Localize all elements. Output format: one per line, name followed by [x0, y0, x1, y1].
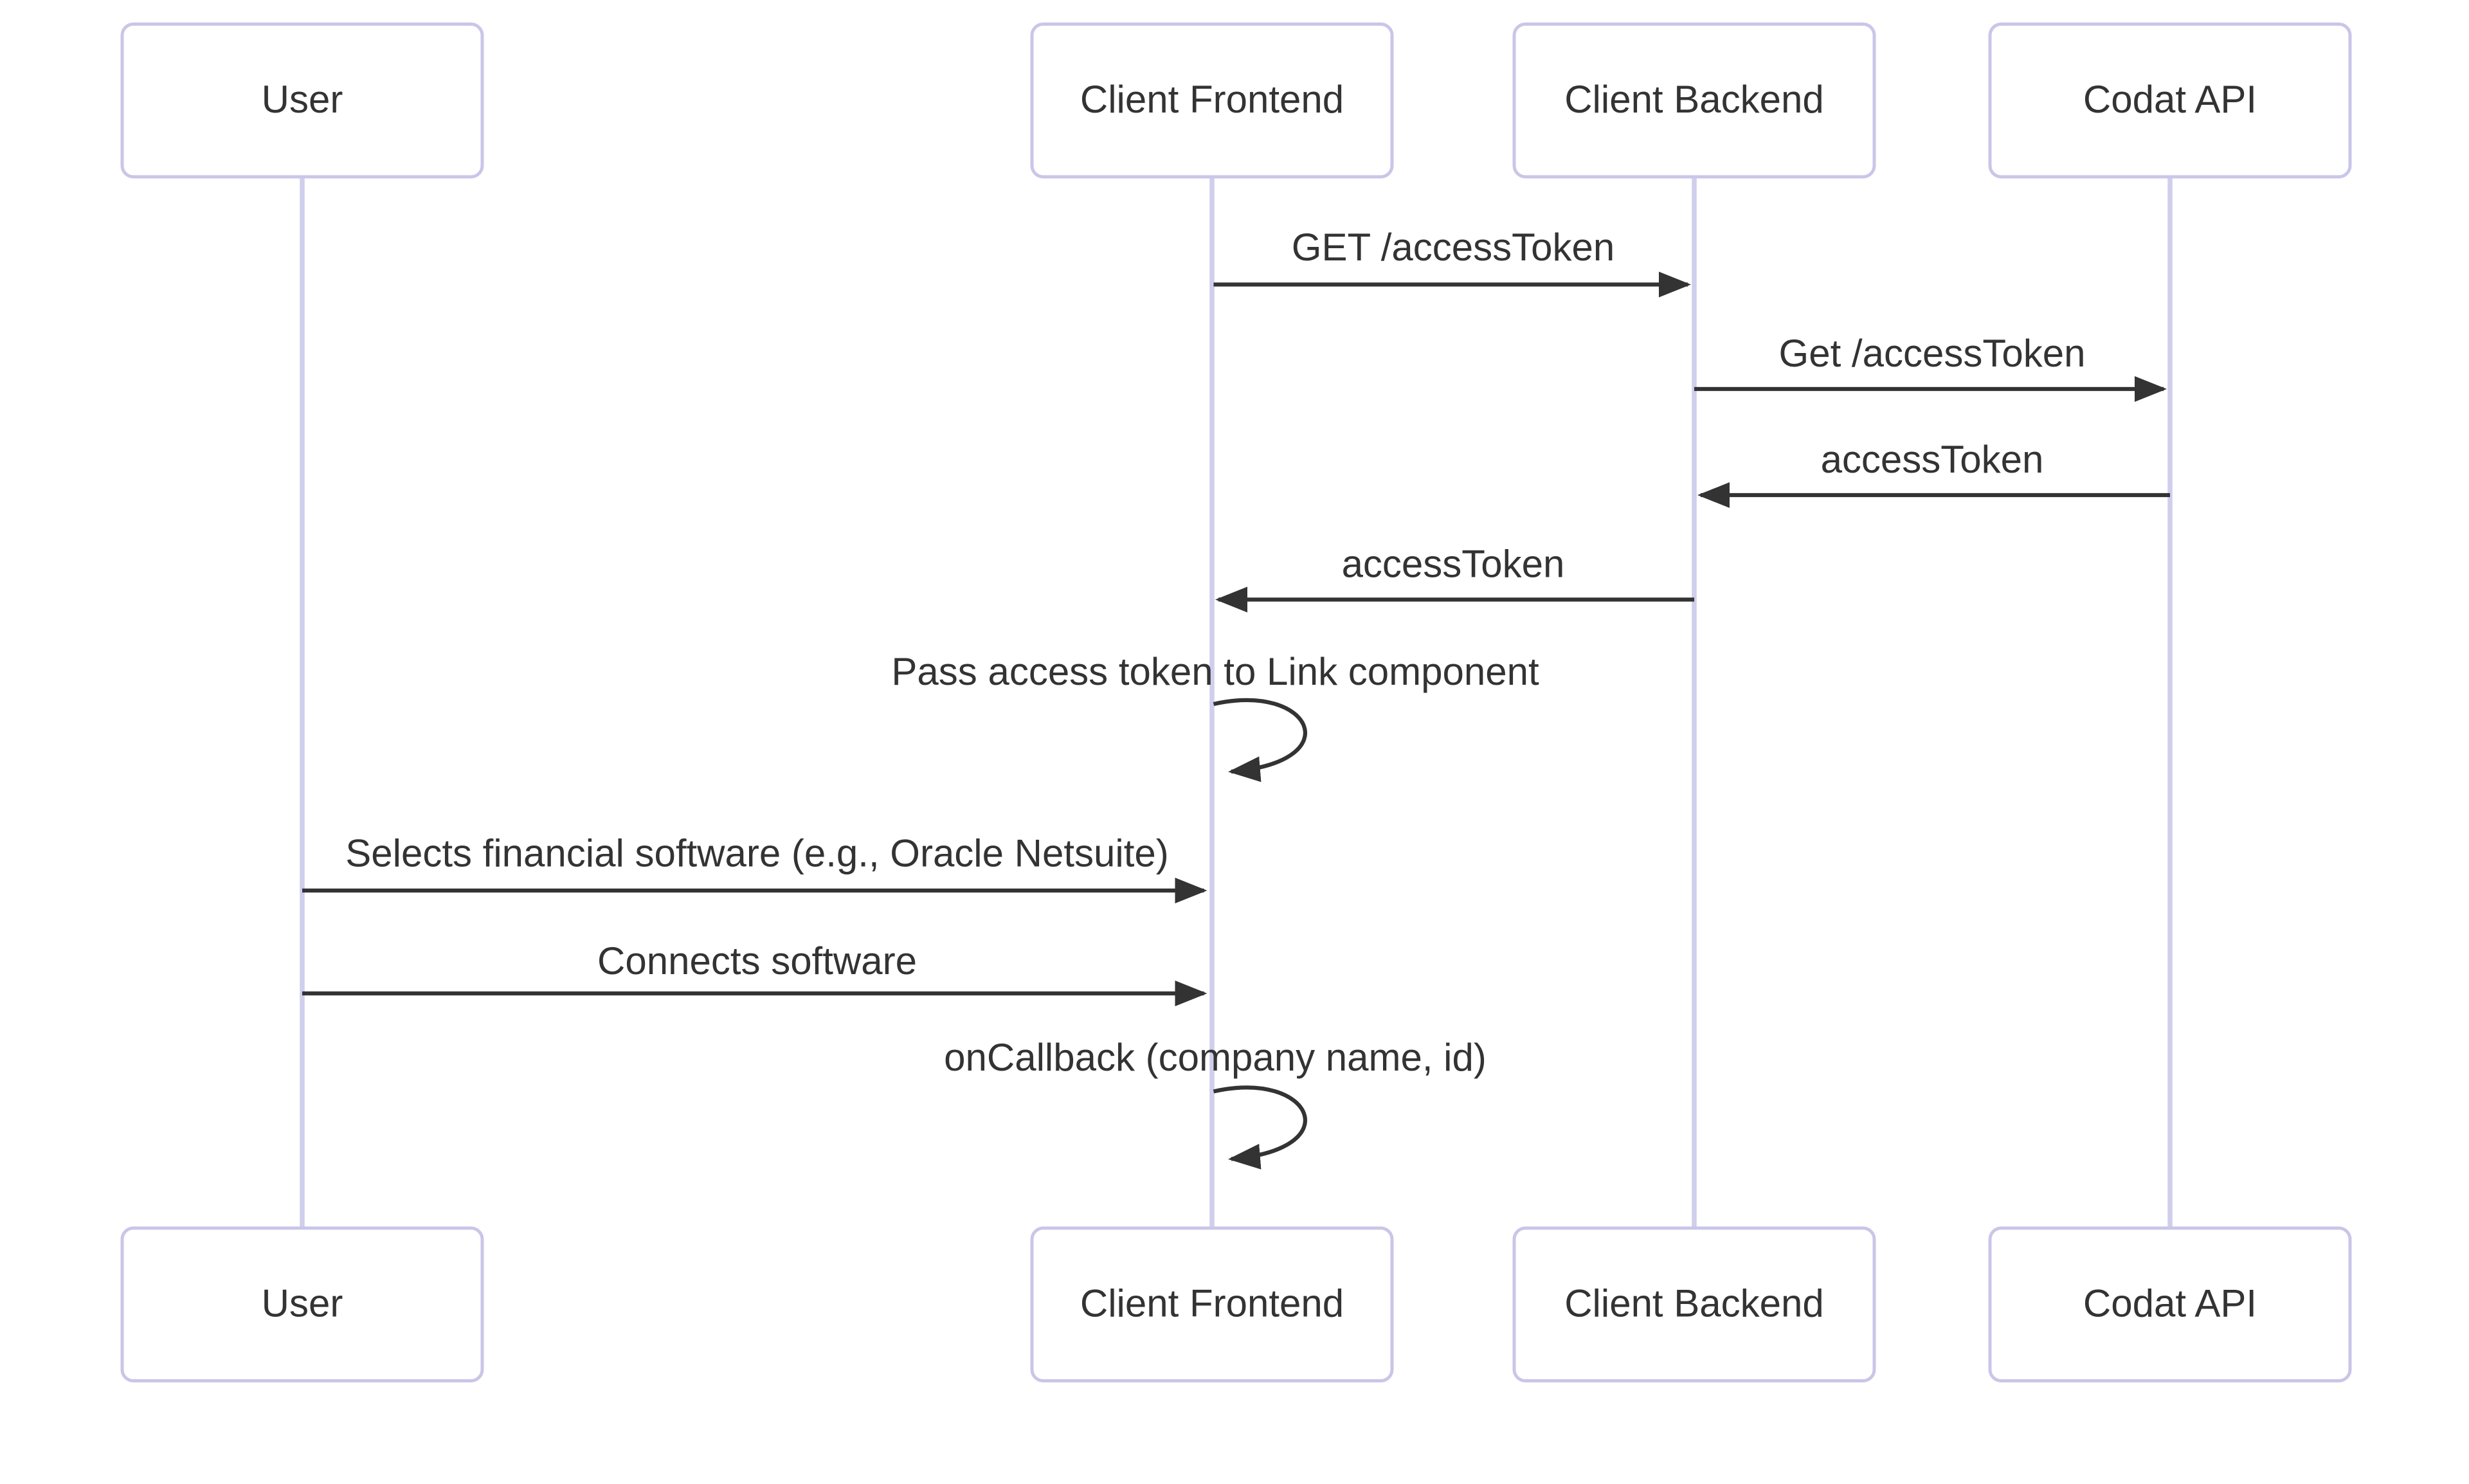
actor-label-client-frontend: Client Frontend [1080, 78, 1344, 122]
actor-label-user: User [261, 78, 343, 122]
actor-box-client-backend-top: Client Backend [1512, 23, 1876, 179]
self-loop-oncallback [1213, 1085, 1307, 1170]
message-label-pass-access-token: Pass access token to Link component [891, 651, 1539, 695]
actor-box-user-bottom: User [120, 1226, 484, 1382]
actor-label-client-frontend: Client Frontend [1080, 1281, 1344, 1326]
actor-label-codat-api: Codat API [2083, 1281, 2257, 1326]
actor-box-client-frontend-top: Client Frontend [1030, 23, 1394, 179]
actor-label-client-backend: Client Backend [1564, 1281, 1824, 1326]
message-label-get-accesstoken-codat: Get /accessToken [1778, 332, 2086, 377]
actor-box-codat-api-top: Codat API [1988, 23, 2352, 179]
message-label-selects-software: Selects financial software (e.g., Oracle… [345, 833, 1169, 876]
actor-box-codat-api-bottom: Codat API [1988, 1226, 2352, 1382]
actor-label-user: User [261, 1281, 343, 1326]
message-label-accesstoken-return-backend: accessToken [1820, 439, 2044, 483]
message-label-get-accesstoken: GET /accessToken [1291, 226, 1615, 271]
actor-label-client-backend: Client Backend [1564, 78, 1824, 122]
actor-box-client-frontend-bottom: Client Frontend [1030, 1226, 1394, 1382]
message-label-connects-software: Connects software [597, 940, 917, 984]
actor-label-codat-api: Codat API [2083, 78, 2257, 122]
actor-box-client-backend-bottom: Client Backend [1512, 1226, 1876, 1382]
self-loop-pass-access-token [1213, 698, 1307, 783]
message-label-accesstoken-return-frontend: accessToken [1341, 543, 1565, 587]
message-label-oncallback: onCallback (company name, id) [944, 1036, 1487, 1081]
actor-box-user-top: User [120, 23, 484, 179]
